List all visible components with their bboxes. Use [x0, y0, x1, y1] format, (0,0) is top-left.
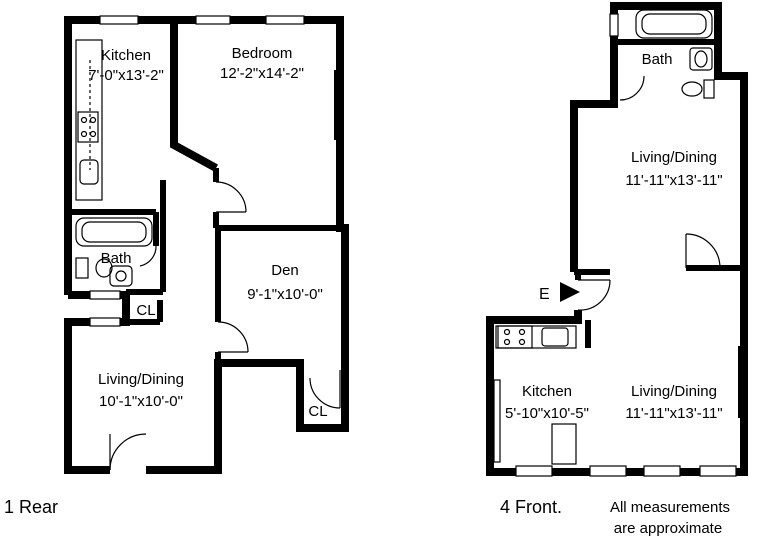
plan-1-doors: [109, 181, 341, 471]
plan-4-kitchen-fixtures: [493, 325, 577, 465]
plan-4-living-upper-name: Living/Dining: [631, 149, 717, 166]
plan-4-kitchen-dims: 5'-10"x10'-5": [505, 405, 589, 422]
plan-4-front: [486, 2, 748, 477]
plan-4-doors: [577, 75, 721, 311]
plan-4-windows: [515, 13, 737, 477]
plan-1-bath-name: Bath: [101, 250, 132, 267]
plan-4-living-lower-dims: 11'-11"x13'-11": [625, 405, 722, 422]
plan-4-caption: 4 Front.: [500, 497, 562, 517]
plan-4-entry-label: E: [539, 286, 550, 303]
plan-4-exterior-walls: [486, 2, 748, 476]
plan-1-den-name: Den: [271, 262, 299, 279]
plan-1-living-name: Living/Dining: [98, 371, 184, 388]
plan-1-bedroom-closet: [334, 70, 344, 140]
plan-1-living-dims: 10'-1"x10'-0": [99, 393, 183, 410]
plan-1-kitchen-fixtures: [75, 39, 103, 201]
plan-1-den-dims: 9'-1"x10'-0": [247, 286, 323, 303]
measurement-note-line-2: are approximate: [614, 520, 722, 537]
plan-1-kitchen-dims: 7'-0"x13'-2": [88, 67, 164, 84]
plan-4-living-lower-name: Living/Dining: [631, 383, 717, 400]
plan-1-rear: [64, 15, 349, 474]
plan-1-closet-1-name: CL: [136, 302, 155, 319]
plan-1-bedroom-name: Bedroom: [232, 45, 293, 62]
plan-4-kitchen-name: Kitchen: [522, 383, 572, 400]
plan-1-caption: 1 Rear: [4, 497, 58, 517]
plan-4-living-upper-dims: 11'-11"x13'-11": [625, 172, 722, 189]
measurement-note-line-1: All measurements: [610, 499, 730, 516]
plan-4-closet: [738, 346, 747, 418]
plan-1-bedroom-dims: 12'-2"x14'-2": [220, 65, 304, 82]
plan-1-bath-fixtures: [75, 217, 153, 287]
plan-4-bath-fixtures: [635, 9, 715, 99]
plan-1-closet-2-name: CL: [308, 403, 327, 420]
plan-4-entry-arrow-icon: [560, 282, 580, 302]
plan-4-bath-name: Bath: [642, 51, 673, 68]
plan-4-interior-walls: [574, 39, 744, 348]
plan-1-kitchen-name: Kitchen: [101, 47, 151, 64]
plan-1-windows: [89, 15, 305, 327]
